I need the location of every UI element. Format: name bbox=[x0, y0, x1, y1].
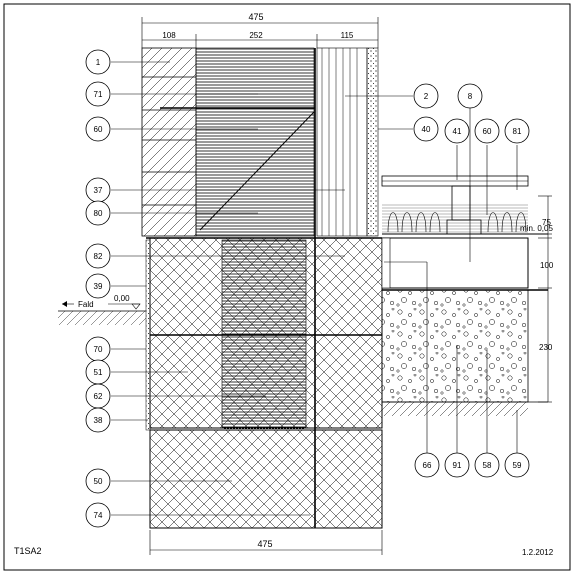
svg-text:81: 81 bbox=[513, 127, 522, 136]
svg-text:62: 62 bbox=[94, 392, 103, 401]
callout-60-left: 60 bbox=[85, 116, 111, 142]
svg-text:51: 51 bbox=[94, 368, 103, 377]
dim-top-right: 115 bbox=[341, 31, 354, 40]
svg-text:41: 41 bbox=[453, 127, 462, 136]
callout-70: 70 bbox=[85, 336, 111, 362]
svg-text:39: 39 bbox=[94, 282, 103, 291]
callout-38: 38 bbox=[85, 407, 111, 433]
svg-text:60: 60 bbox=[94, 125, 103, 134]
callout-1: 1 bbox=[85, 49, 111, 75]
dim-top-left: 108 bbox=[162, 31, 176, 40]
callout-50: 50 bbox=[85, 468, 111, 494]
svg-text:66: 66 bbox=[423, 461, 432, 470]
svg-text:70: 70 bbox=[94, 345, 103, 354]
floor-insulation bbox=[382, 204, 528, 234]
callout-62: 62 bbox=[85, 383, 111, 409]
brick-joints bbox=[142, 76, 196, 206]
floor-slab bbox=[381, 237, 529, 289]
dim-100: 100 bbox=[540, 261, 554, 270]
interior-plaster bbox=[366, 47, 379, 237]
dim-min-gap: min. 0,05 bbox=[520, 224, 553, 233]
drawing-title: T1SA2 bbox=[14, 546, 42, 556]
svg-text:37: 37 bbox=[94, 186, 103, 195]
svg-text:40: 40 bbox=[422, 125, 431, 134]
ground-fall-label: Fald bbox=[78, 300, 94, 309]
drawing-border bbox=[3, 3, 571, 571]
floor-construction bbox=[381, 175, 548, 416]
callout-82: 82 bbox=[85, 243, 111, 269]
callout-74: 74 bbox=[85, 502, 111, 528]
dim-top-mid: 252 bbox=[249, 31, 263, 40]
subsoil-hatch bbox=[382, 402, 528, 416]
capillary-gravel bbox=[381, 289, 529, 403]
insulation-waves bbox=[387, 212, 527, 233]
slab-edge-strip bbox=[381, 237, 391, 289]
footing-left-face bbox=[145, 239, 151, 431]
callout-59: 59 bbox=[504, 452, 530, 478]
svg-text:91: 91 bbox=[453, 461, 462, 470]
svg-text:59: 59 bbox=[513, 461, 522, 470]
callout-41: 41 bbox=[444, 118, 470, 144]
svg-text:74: 74 bbox=[94, 511, 103, 520]
callout-51: 51 bbox=[85, 359, 111, 385]
leader-lines bbox=[111, 61, 518, 516]
upper-wall bbox=[141, 47, 379, 528]
svg-text:71: 71 bbox=[94, 90, 103, 99]
svg-text:60: 60 bbox=[483, 127, 492, 136]
svg-text:38: 38 bbox=[94, 416, 103, 425]
diagonal-membrane bbox=[199, 111, 315, 231]
brick-leaf bbox=[141, 47, 197, 237]
footing bbox=[149, 429, 383, 529]
callout-39: 39 bbox=[85, 273, 111, 299]
foundation bbox=[145, 237, 383, 529]
inner-leaf bbox=[316, 47, 368, 237]
dim-75: 75 bbox=[542, 218, 551, 227]
callout-37: 37 bbox=[85, 177, 111, 203]
dim-230: 230 bbox=[539, 343, 553, 352]
svg-text:80: 80 bbox=[94, 209, 103, 218]
callout-60-right: 60 bbox=[474, 118, 500, 144]
callout-8: 8 bbox=[457, 83, 483, 109]
wall-insulation bbox=[195, 47, 315, 237]
callout-81: 81 bbox=[504, 118, 530, 144]
svg-text:1: 1 bbox=[96, 58, 101, 67]
callout-71: 71 bbox=[85, 81, 111, 107]
right-dimensions: 75 min. 0,05 100 230 bbox=[520, 195, 554, 403]
ground-level-value: 0,00 bbox=[114, 294, 130, 303]
callout-66: 66 bbox=[414, 452, 440, 478]
svg-text:82: 82 bbox=[94, 252, 103, 261]
drawing-date: 1.2.2012 bbox=[522, 548, 554, 557]
inner-leaf-lines bbox=[321, 48, 358, 236]
callout-40: 40 bbox=[413, 116, 439, 142]
callout-2: 2 bbox=[413, 83, 439, 109]
callout-91: 91 bbox=[444, 452, 470, 478]
ground-level: Fald 0,00 bbox=[58, 294, 146, 325]
foundation-insulation bbox=[221, 239, 307, 429]
svg-text:50: 50 bbox=[94, 477, 103, 486]
callout-80: 80 bbox=[85, 200, 111, 226]
svg-text:58: 58 bbox=[483, 461, 492, 470]
svg-text:8: 8 bbox=[468, 92, 473, 101]
top-dimensions: 475 108 252 115 bbox=[141, 12, 379, 48]
dim-bottom-total: 475 bbox=[257, 539, 272, 549]
svg-text:2: 2 bbox=[424, 92, 429, 101]
bottom-dimension: 475 bbox=[149, 530, 383, 555]
callout-58: 58 bbox=[474, 452, 500, 478]
dim-top-total: 475 bbox=[248, 12, 263, 22]
